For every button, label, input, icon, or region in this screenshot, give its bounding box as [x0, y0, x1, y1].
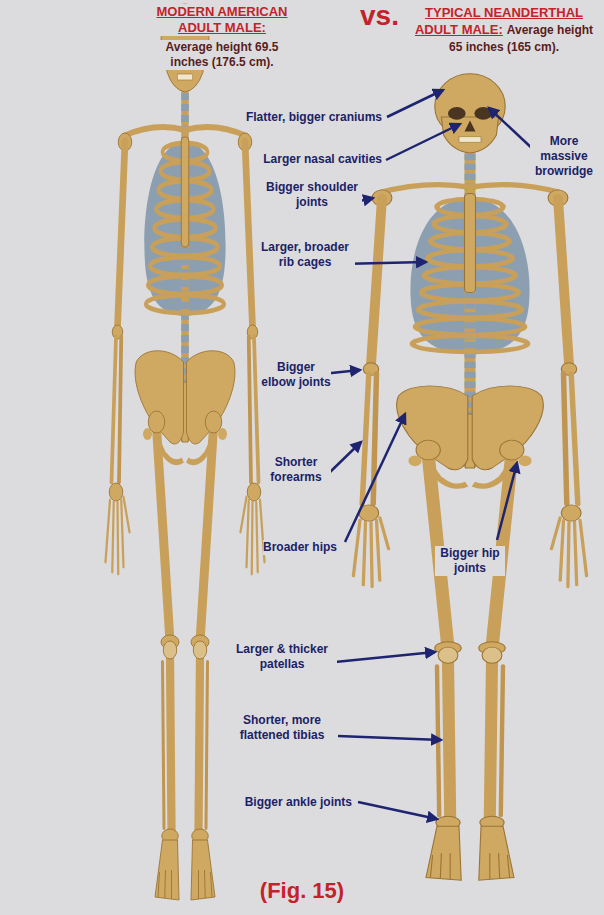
leader-line: [328, 442, 361, 474]
callout-label: Larger nasal cavities: [263, 152, 382, 167]
callout-label: More massive browridge: [530, 134, 598, 179]
callout-label: Shorter, more flattened tibias: [227, 713, 337, 743]
leader-line: [387, 90, 443, 117]
modern-skeleton: [106, 4, 265, 900]
figure-caption: (Fig. 15): [260, 878, 344, 904]
callout-label: Larger & thicker patellas: [227, 642, 337, 672]
leader-line: [345, 414, 405, 542]
figure-heading-block: TYPICAL NEANDERTHAL ADULT MALE:Average h…: [410, 4, 598, 55]
figure-heading: MODERN AMERICAN ADULT MALE:: [156, 4, 288, 36]
leader-line: [338, 736, 441, 740]
callout-label: Shorter forearms: [261, 455, 331, 485]
callout-label: Flatter, bigger craniums: [246, 110, 382, 125]
leader-line: [386, 124, 460, 160]
leader-line: [358, 802, 437, 819]
neanderthal-skeleton: [353, 74, 586, 880]
height-note: Average height 69.5 inches (176.5 cm).: [156, 40, 288, 70]
leader-line: [489, 108, 536, 152]
callout-label: Broader hips: [263, 540, 337, 555]
callout-label: Bigger hip joints: [435, 546, 505, 576]
callout-label: Larger, broader rib cages: [255, 240, 355, 270]
callout-label: Bigger shoulder joints: [262, 180, 362, 210]
versus-mark: vs.: [360, 0, 399, 32]
leader-line: [497, 463, 517, 540]
callout-label: Bigger ankle joints: [245, 795, 352, 810]
callout-label: Bigger elbow joints: [261, 360, 331, 390]
